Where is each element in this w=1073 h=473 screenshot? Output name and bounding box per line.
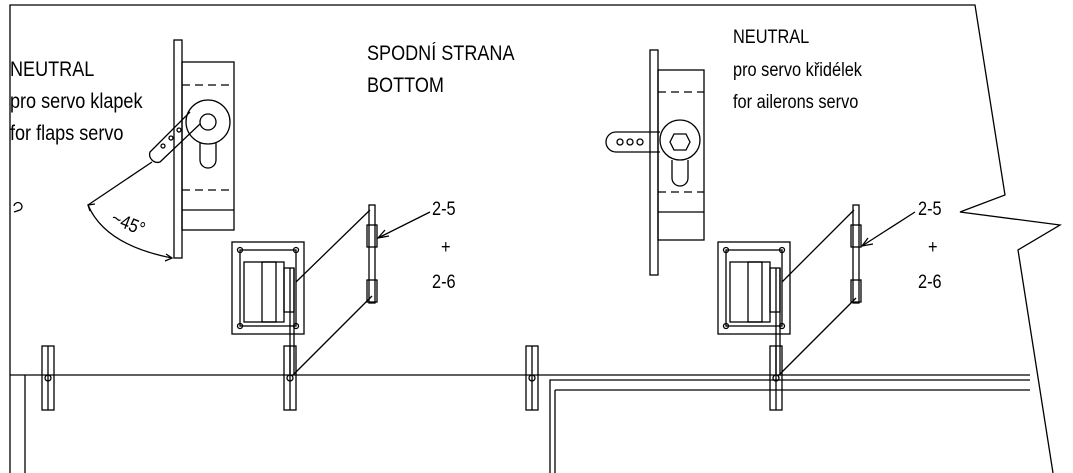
flaps-servo-arm [149, 111, 201, 163]
right-note-neutral: NEUTRAL [733, 27, 810, 48]
left-note-neutral: NEUTRAL [10, 58, 95, 81]
leader-arrow-right [860, 237, 874, 247]
title-en: BOTTOM [367, 74, 444, 97]
flaps-pushrod [291, 204, 378, 377]
angle-indicator [87, 161, 174, 262]
callout-right-plus: + [928, 237, 938, 258]
ailerons-servo-arm [605, 131, 660, 153]
ailerons-servo-top-view [717, 241, 791, 375]
left-note-en: for flaps servo [10, 122, 124, 145]
ailerons-servo-side-view [605, 49, 705, 276]
callout-right-part-a: 2-5 [918, 199, 942, 220]
ailerons-pushrod [777, 204, 862, 377]
wing-outline [9, 4, 1062, 473]
hinge-left [41, 345, 55, 411]
right-note-en: for ailerons servo [733, 92, 859, 113]
callout-right-part-b: 2-6 [918, 272, 942, 293]
flaps-servo-top-view [231, 241, 305, 375]
callout-left-plus: + [441, 237, 451, 258]
callout-left-part-a: 2-5 [432, 199, 456, 220]
leader-line-left [377, 211, 431, 239]
leader-arrow-left [376, 229, 390, 239]
leader-line-right [861, 211, 916, 247]
title-cz: SPODNÍ STRANA [367, 42, 515, 65]
flaps-servo-side-view [149, 39, 235, 259]
right-note-cz: pro servo křidélek [733, 60, 862, 81]
callout-left-part-b: 2-6 [432, 272, 456, 293]
hook-icon [13, 201, 23, 213]
left-note-cz: pro servo klapek [10, 90, 143, 113]
hinge-mid-right [525, 345, 539, 411]
